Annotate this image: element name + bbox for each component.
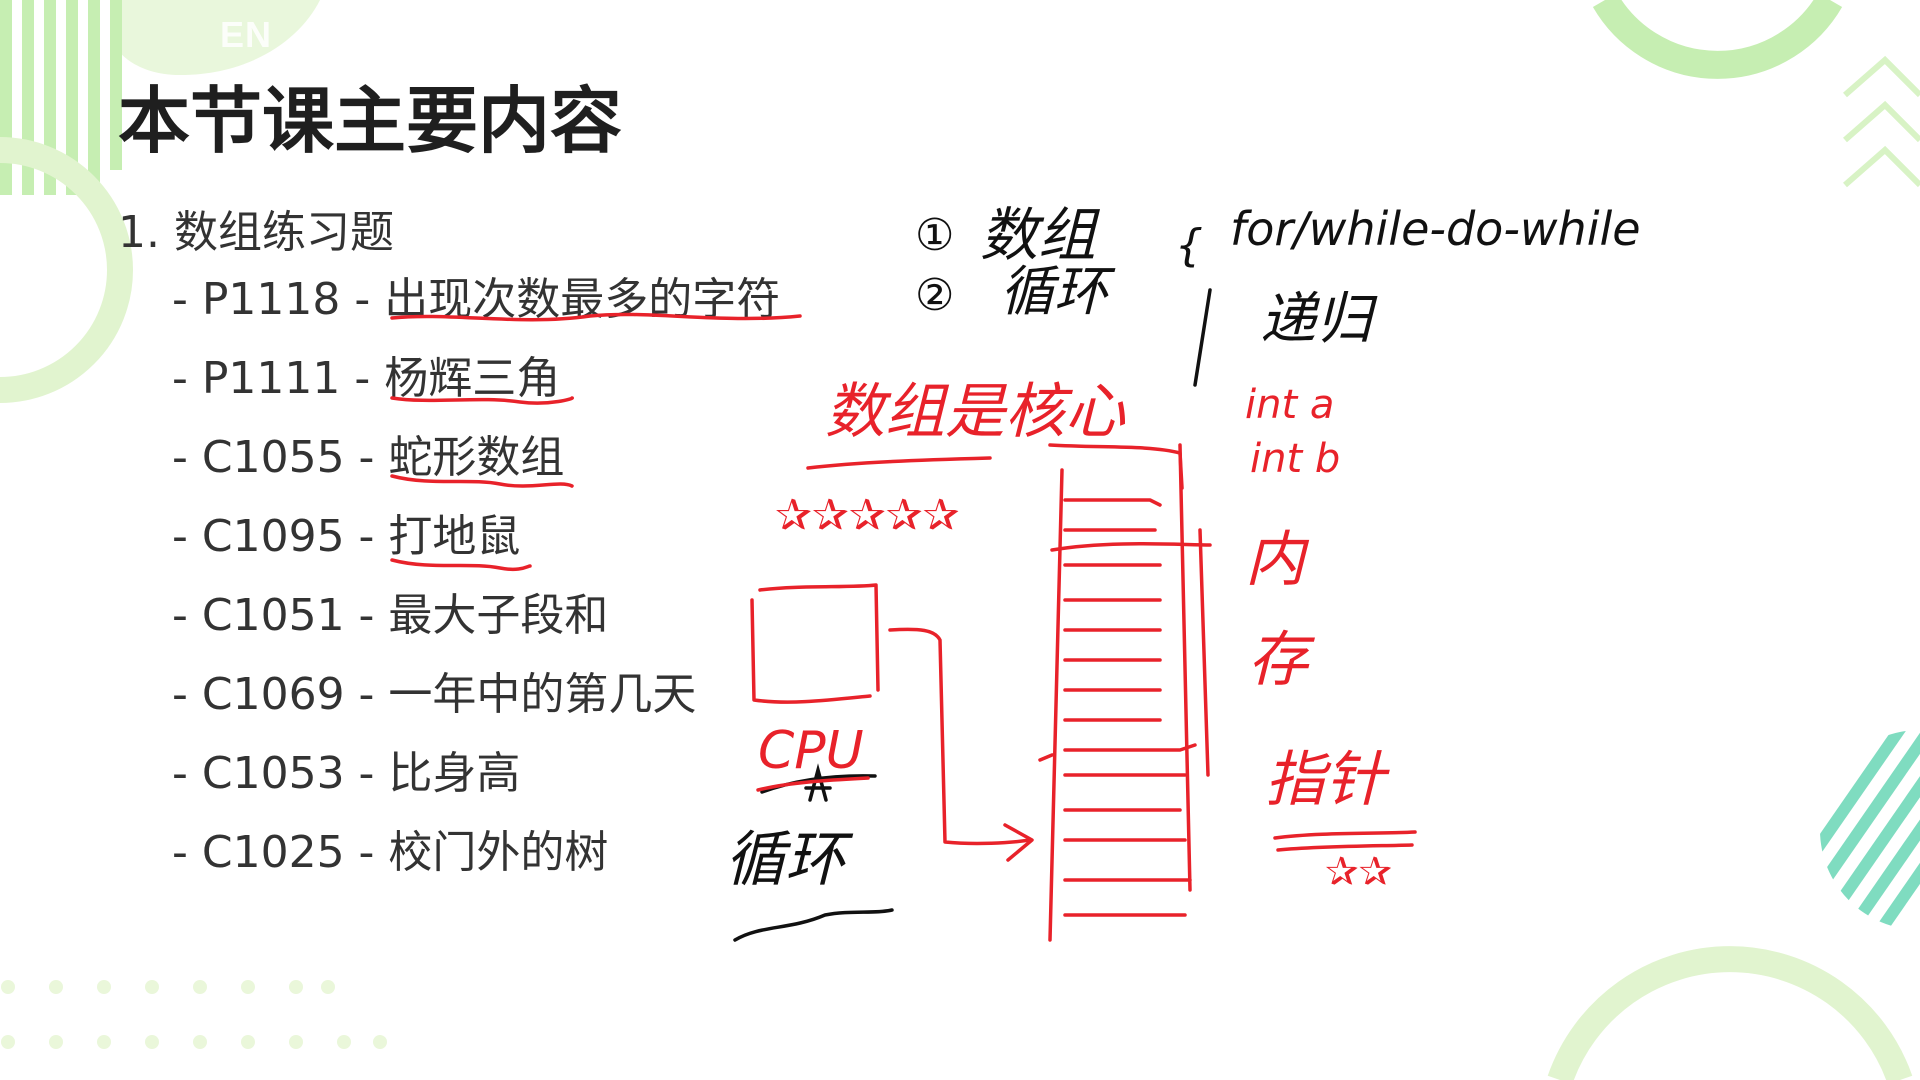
list-item: - C1055 - 蛇形数组	[172, 426, 780, 505]
slide-title: 本节课主要内容	[118, 79, 623, 163]
red-notes: 数组是核心 int a int b 内 存 CPU 指针	[758, 377, 1390, 815]
top-left-blob	[110, 0, 320, 75]
problem-line: - C1025 - 校门外的树	[172, 827, 609, 878]
black-notes: ① ② 数组 循环 { for/while-do-while 递归 循环	[725, 201, 1641, 895]
list-item: - C1025 - 校门外的树	[172, 821, 780, 900]
top-right-ring	[1592, 0, 1843, 79]
note-loops: for/while-do-while	[1230, 202, 1641, 256]
star-icons: ✰✰✰✰✰	[775, 490, 959, 541]
left-ring	[0, 137, 133, 403]
note-loop-bottom: 循环	[725, 825, 854, 895]
list-item: - C1095 - 打地鼠	[172, 505, 780, 584]
note-array: 数组	[980, 201, 1101, 269]
brace-mark: {	[1175, 220, 1203, 271]
star-icons-pointer: ✰✰	[1325, 849, 1392, 895]
language-badge: EN	[220, 14, 273, 55]
problem-line: - C1095 - 打地鼠	[172, 511, 521, 562]
problem-list: - P1118 - 出现次数最多的字符 - P1111 - 杨辉三角 - C10…	[172, 268, 780, 900]
note-array-core: 数组是核心	[825, 377, 1126, 447]
section-heading: 1. 数组练习题	[118, 207, 394, 258]
problem-line: - C1051 - 最大子段和	[172, 590, 609, 641]
circle-2-icon: ②	[915, 270, 954, 321]
note-int-a: int a	[1245, 382, 1334, 428]
note-memory-2: 存	[1248, 625, 1315, 695]
black-strokes	[733, 288, 1212, 942]
red-strokes: ✰✰✰✰✰	[750, 443, 1417, 942]
note-cpu: CPU	[758, 721, 864, 781]
problem-line: - P1111 - 杨辉三角	[172, 353, 561, 404]
problem-line: - C1053 - 比身高	[172, 748, 521, 799]
problem-line: - C1055 - 蛇形数组	[172, 432, 565, 483]
problem-line: - C1069 - 一年中的第几天	[172, 669, 697, 720]
note-pointer: 指针	[1265, 745, 1390, 815]
top-right-chevrons	[1843, 55, 1920, 188]
list-item: - P1111 - 杨辉三角	[172, 347, 780, 426]
bottom-right-ring	[1547, 946, 1913, 1080]
list-item: - C1053 - 比身高	[172, 742, 780, 821]
list-item: - C1051 - 最大子段和	[172, 584, 780, 663]
list-item: - C1069 - 一年中的第几天	[172, 663, 780, 742]
circle-1-icon: ①	[915, 210, 954, 261]
note-loop: 循环	[1000, 260, 1116, 323]
red-underlines	[390, 312, 802, 572]
note-memory-1: 内	[1245, 525, 1310, 595]
note-int-b: int b	[1250, 436, 1340, 482]
bottom-left-dots	[1, 980, 387, 1049]
note-recursion: 递归	[1260, 287, 1378, 352]
